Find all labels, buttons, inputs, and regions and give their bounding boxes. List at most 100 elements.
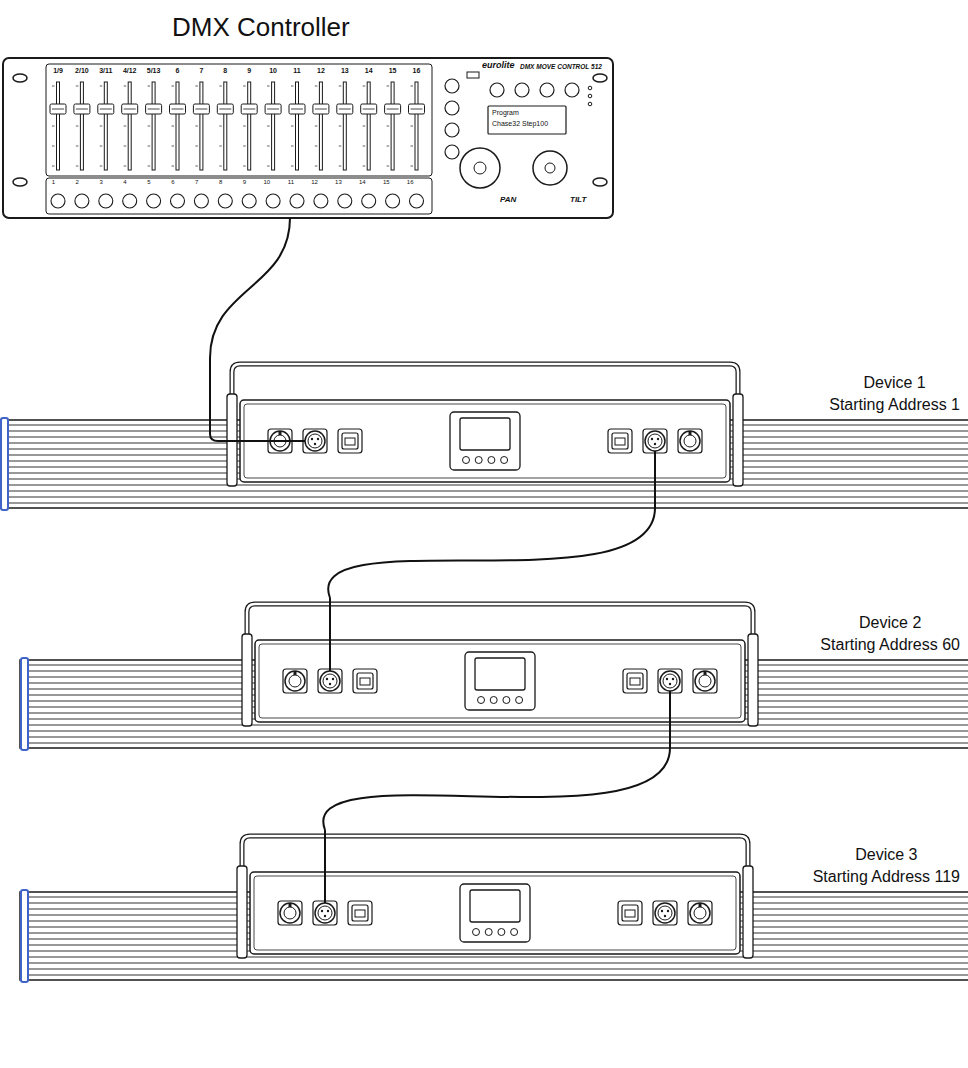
flash-button (314, 194, 328, 208)
wheel-label: PAN (500, 196, 516, 205)
fader-tick (124, 126, 127, 127)
bracket-plate (733, 394, 743, 486)
mounting-bracket (232, 364, 738, 403)
button-number: 8 (211, 179, 222, 186)
button-number: 4 (116, 179, 127, 186)
powercon-socket (695, 671, 715, 691)
menu-button (490, 697, 497, 704)
xlr-pin (324, 915, 326, 917)
xlr-pin (669, 683, 671, 685)
fader-tick (148, 166, 151, 167)
ethercon-port (355, 910, 365, 917)
fader-knob (146, 104, 162, 114)
fader-knob-line (315, 109, 327, 110)
fader-tick (363, 146, 366, 147)
xlr-pin (666, 678, 668, 680)
wheel-label: TILT (570, 196, 586, 205)
fader-slot (391, 82, 394, 170)
fader-slot (128, 82, 131, 170)
tilt-wheel-hub (545, 163, 555, 173)
fader-tick (243, 146, 246, 147)
fader-tick (172, 146, 175, 147)
button-number: 11 (283, 179, 294, 186)
fader-tick (76, 146, 79, 147)
fader-slot (104, 82, 107, 170)
fader-knob-line (411, 109, 423, 110)
powercon-notch (279, 431, 282, 435)
xlr-socket (655, 903, 675, 923)
button-number: 14 (355, 179, 366, 186)
fader-tick (76, 166, 79, 167)
start-address: Starting Address 1 (829, 394, 960, 416)
fader-tick (195, 126, 198, 127)
button-number: 16 (403, 179, 414, 186)
fader-tick (411, 146, 414, 147)
ethercon-port (345, 438, 355, 445)
fader-tick (124, 146, 127, 147)
fader-number: 2/10 (70, 67, 94, 75)
xlr-pin (327, 910, 329, 912)
xlr-pin (311, 438, 313, 440)
fader-tick (363, 126, 366, 127)
fader-tick (267, 126, 270, 127)
ethercon-socket (342, 433, 358, 449)
fader-knob (170, 104, 186, 114)
powercon-socket-inner (284, 907, 296, 919)
button-section (46, 178, 432, 214)
fader-slot (80, 82, 83, 170)
fader-number: 6 (166, 67, 190, 75)
fader-tick (219, 126, 222, 127)
device-caption: Device 2Starting Address 60 (820, 612, 960, 656)
xlr-socket-inner (648, 434, 662, 448)
cable-end (324, 830, 326, 903)
fader-tick (267, 166, 270, 167)
flash-button (171, 194, 185, 208)
connector-housing (688, 901, 712, 925)
cooling-fin (8, 485, 968, 486)
xlr-socket (320, 671, 340, 691)
powercon-notch (294, 671, 297, 675)
fader-tick (339, 86, 342, 87)
model-name: DMX MOVE CONTROL 512 (520, 63, 602, 70)
lcd-text: Program (492, 109, 519, 117)
xlr-socket-inner (663, 674, 677, 688)
cable-end (654, 451, 656, 508)
xlr-pin (667, 910, 669, 912)
display-housing (465, 652, 535, 710)
fader-knob-line (267, 109, 279, 110)
connector-housing (618, 901, 642, 925)
display-screen (475, 658, 525, 690)
fader-tick (172, 166, 175, 167)
fader-knob-line (195, 109, 207, 110)
xlr-socket (660, 671, 680, 691)
connector-panel-inner (259, 644, 741, 718)
powercon-notch (699, 903, 702, 907)
fader-knob-line (124, 109, 136, 110)
menu-button (485, 929, 492, 936)
ethercon-socket (357, 673, 373, 689)
fader-tick (124, 86, 127, 87)
connector-housing (338, 429, 362, 453)
ethercon-socket (622, 905, 638, 921)
fader-tick (100, 166, 103, 167)
cooling-fin (28, 975, 968, 976)
fader-tick (243, 166, 246, 167)
function-button (565, 83, 579, 97)
connector-housing (678, 429, 702, 453)
powercon-socket-inner (684, 435, 696, 447)
fader-tick (291, 146, 294, 147)
mounting-bracket (242, 836, 748, 875)
fader-tick (411, 126, 414, 127)
display-screen (460, 418, 510, 450)
flash-button (123, 194, 137, 208)
fader-number: 9 (237, 67, 261, 75)
button-number: 6 (164, 179, 175, 186)
rack-panel (3, 58, 613, 218)
dmx-cable (210, 218, 290, 358)
cooling-fin (8, 491, 968, 492)
button-number: 9 (235, 179, 246, 186)
connector-housing (283, 669, 307, 693)
menu-button (498, 929, 505, 936)
button-number: 13 (331, 179, 342, 186)
